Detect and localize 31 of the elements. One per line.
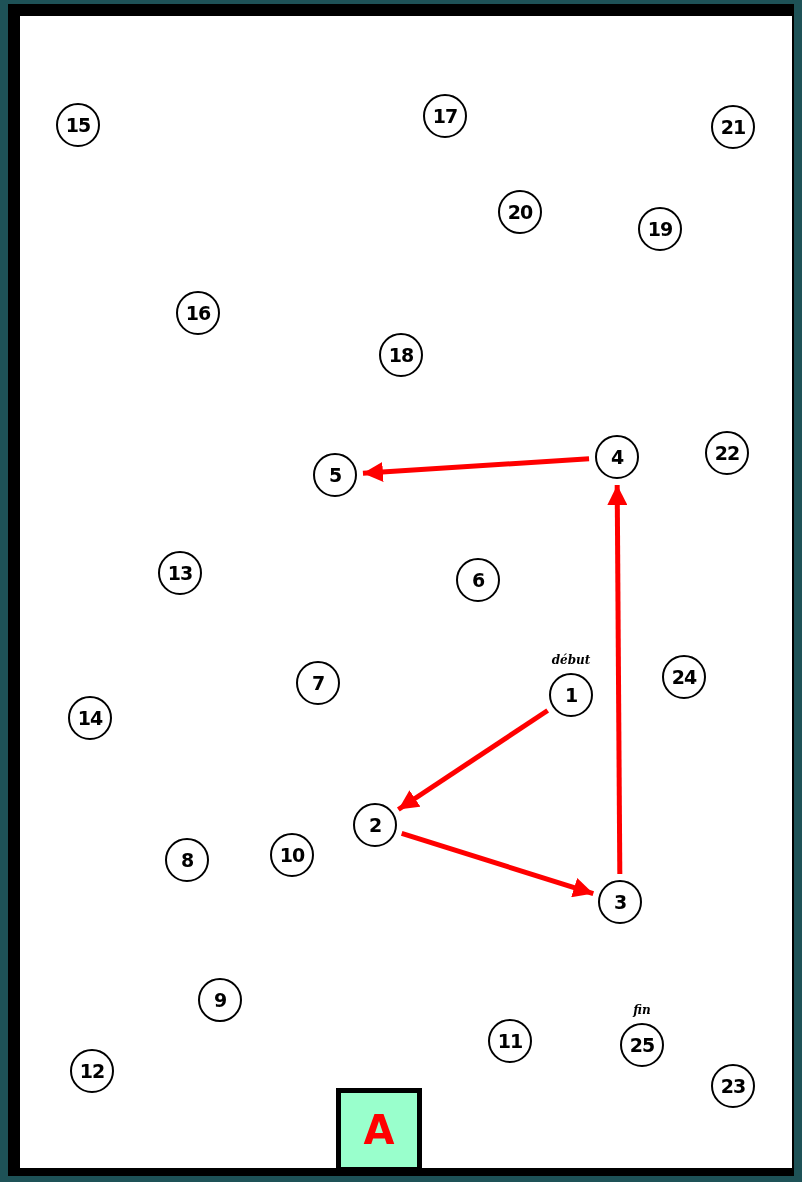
circle-number: 21: [720, 116, 746, 138]
circle-number: 1: [564, 684, 578, 706]
circle-number: 10: [279, 844, 305, 866]
circle-number: 18: [388, 344, 414, 366]
circle-number: 23: [720, 1075, 746, 1097]
circle-number: 19: [647, 218, 673, 240]
circle-number: 16: [185, 302, 211, 324]
circle-number: 14: [77, 707, 103, 729]
circle-number: 13: [167, 562, 193, 584]
circle-number: 5: [328, 464, 342, 486]
circle-number: 15: [65, 114, 91, 136]
node-caption: fin: [631, 1003, 652, 1017]
circle-number: 22: [714, 442, 740, 464]
circle-number: 11: [497, 1030, 523, 1052]
arrow: [362, 456, 590, 482]
circle-number: 7: [311, 672, 325, 694]
node-caption: début: [550, 653, 592, 667]
circle-number: 12: [79, 1060, 105, 1082]
arrow: [607, 485, 628, 874]
circle-number: 2: [368, 814, 382, 836]
circle-number: 17: [432, 105, 458, 127]
arrow: [396, 708, 550, 812]
circle-number: 3: [613, 891, 627, 913]
circle-number: 20: [507, 201, 533, 223]
arrow: [400, 831, 595, 898]
circle-number: 25: [629, 1034, 655, 1056]
circle-number: 6: [471, 569, 485, 591]
circle-number: 24: [671, 666, 697, 688]
circle-number: 9: [213, 989, 227, 1011]
circle-number: 8: [180, 849, 194, 871]
circle-number: 4: [610, 446, 624, 468]
